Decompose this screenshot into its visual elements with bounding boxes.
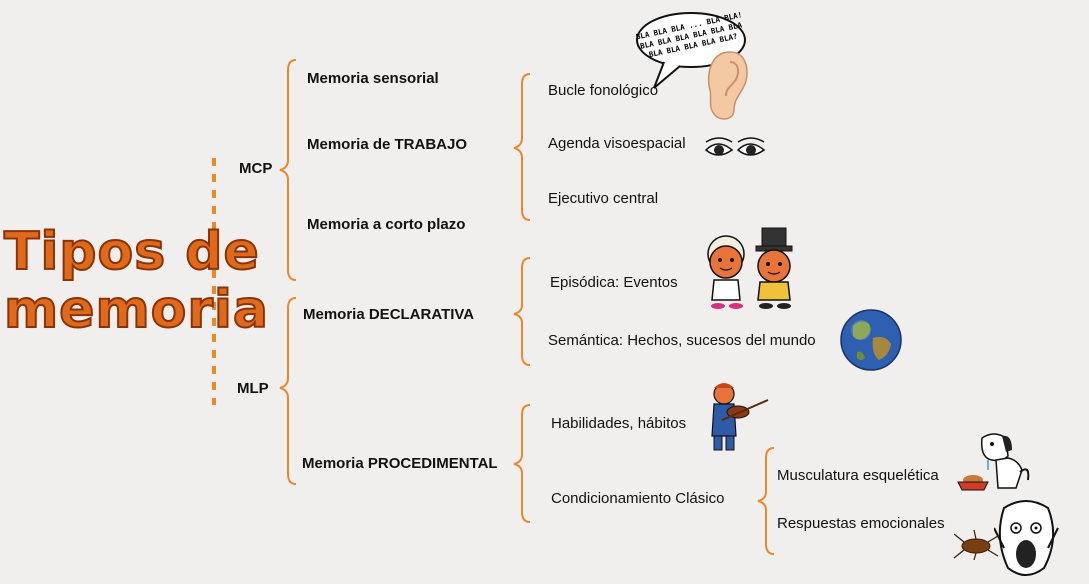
ejecutivo-central-label: Ejecutivo central	[548, 190, 658, 207]
mcp-bracket	[280, 60, 296, 280]
agenda-visoespacial-label: Agenda visoespacial	[548, 135, 686, 152]
semantica-label: Semántica: Hechos, sucesos del mundo	[548, 332, 816, 349]
ear-icon	[700, 48, 752, 124]
diagram-title: Tipos de memoria	[4, 223, 269, 339]
violinist-icon	[700, 380, 770, 456]
mcp-label: MCP	[239, 160, 272, 177]
memoria-corto-plazo-label: Memoria a corto plazo	[307, 216, 465, 233]
title-line-2: memoria	[4, 281, 269, 339]
declarativa-bracket	[514, 258, 530, 365]
dog-icon	[972, 430, 1034, 492]
globe-icon	[839, 308, 903, 372]
clasico-bracket	[758, 448, 774, 554]
cockroach-icon	[950, 526, 1002, 562]
musculatura-label: Musculatura esquelética	[777, 467, 939, 484]
mlp-label: MLP	[237, 380, 269, 397]
procedimental-bracket	[514, 405, 530, 522]
memoria-declarativa-label: Memoria DECLARATIVA	[303, 306, 474, 323]
eyes-icon	[704, 136, 768, 162]
memoria-procedimental-label: Memoria PROCEDIMENTAL	[302, 455, 498, 472]
trabajo-bracket	[514, 74, 530, 220]
episodica-label: Episódica: Eventos	[550, 274, 678, 291]
scared-face-icon	[994, 498, 1060, 582]
memoria-trabajo-label: Memoria de TRABAJO	[307, 136, 467, 153]
condicionamiento-label: Condicionamiento Clásico	[551, 490, 724, 507]
mlp-bracket	[280, 298, 296, 484]
memoria-sensorial-label: Memoria sensorial	[307, 70, 439, 87]
wedding-couple-icon	[694, 224, 808, 312]
title-line-1: Tipos de	[4, 223, 269, 281]
respuestas-emocionales-label: Respuestas emocionales	[777, 515, 945, 532]
habilidades-label: Habilidades, hábitos	[551, 415, 686, 432]
